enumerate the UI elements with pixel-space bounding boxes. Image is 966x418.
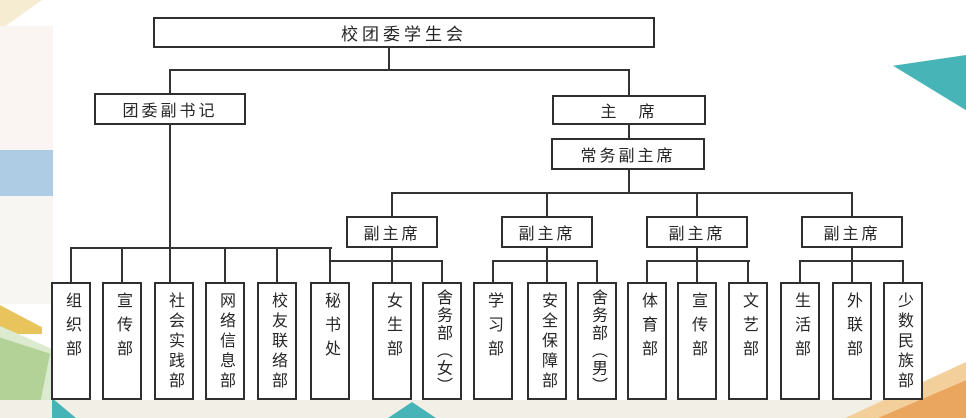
connector-line [646, 260, 648, 282]
connector-line [329, 247, 331, 282]
dept-life-box: 生活部 [780, 282, 820, 400]
vice-chairman-3-box: 副主席 [646, 216, 748, 248]
connector-line [492, 260, 494, 282]
connector-line [391, 192, 393, 216]
decor-strip-bottom-cream [0, 400, 966, 418]
dept-alumni-liaison-box: 校友联络部 [257, 282, 297, 400]
connector-line [747, 260, 749, 282]
dept-dorm-affairs-male-box: 舍务部（男） [577, 282, 617, 400]
vice-chairman-4-box: 副主席 [801, 216, 903, 248]
dept-network-info-box: 网络信息部 [205, 282, 245, 400]
connector-line [696, 192, 698, 216]
dept-organization-box: 组织部 [51, 282, 91, 400]
connector-line [546, 192, 548, 216]
connector-line [391, 192, 853, 194]
dept-publicity-box: 宣传部 [102, 282, 142, 400]
dept-study-box: 学习部 [473, 282, 513, 400]
connector-line [169, 69, 171, 93]
connector-line [391, 248, 393, 282]
connector-line [628, 170, 630, 193]
connector-line [388, 47, 390, 70]
connector-line [276, 247, 278, 282]
connector-line [441, 260, 443, 282]
dept-girls-box: 女生部 [372, 282, 412, 400]
decor-triangle-topright-teal [893, 55, 966, 111]
dept-sports-box: 体育部 [627, 282, 667, 400]
connector-line [169, 69, 630, 71]
decor-strip-left-pink [0, 26, 53, 150]
vice-chairman-1-box: 副主席 [346, 216, 438, 248]
dept-secretariat-box: 秘书处 [310, 282, 350, 400]
chairman-box: 主 席 [552, 95, 706, 125]
connector-line [628, 69, 630, 95]
dept-safety-security-box: 安全保障部 [527, 282, 567, 400]
connector-line [329, 260, 443, 262]
connector-line [224, 247, 226, 282]
decor-rect-left-blue [0, 150, 53, 196]
connector-line [902, 260, 904, 282]
dept-ethnic-minority-box: 少数民族部 [883, 282, 923, 400]
connector-line [851, 192, 853, 216]
dept-publicity-2-box: 宣传部 [677, 282, 717, 400]
connector-line [646, 260, 750, 262]
connector-line [169, 125, 171, 282]
connector-line [70, 247, 72, 282]
dept-arts-box: 文艺部 [728, 282, 768, 400]
connector-line [799, 260, 801, 282]
connector-line [851, 248, 853, 282]
dept-external-relations-box: 外联部 [832, 282, 872, 400]
vice-chairman-2-box: 副主席 [501, 216, 593, 248]
executive-vice-chairman-box: 常务副主席 [551, 138, 705, 170]
root-box: 校团委学生会 [153, 17, 655, 48]
connector-line [492, 260, 598, 262]
dept-social-practice-box: 社会实践部 [154, 282, 194, 400]
connector-line [70, 247, 332, 249]
connector-line [628, 125, 630, 138]
connector-line [799, 260, 904, 262]
connector-line [121, 247, 123, 282]
connector-line [546, 248, 548, 282]
connector-line [596, 260, 598, 282]
connector-line [696, 248, 698, 282]
deputy-secretary-box: 团委副书记 [94, 93, 246, 125]
dept-dorm-affairs-female-box: 舍务部（女） [422, 282, 462, 400]
decor-strip-left-pale [0, 196, 53, 304]
